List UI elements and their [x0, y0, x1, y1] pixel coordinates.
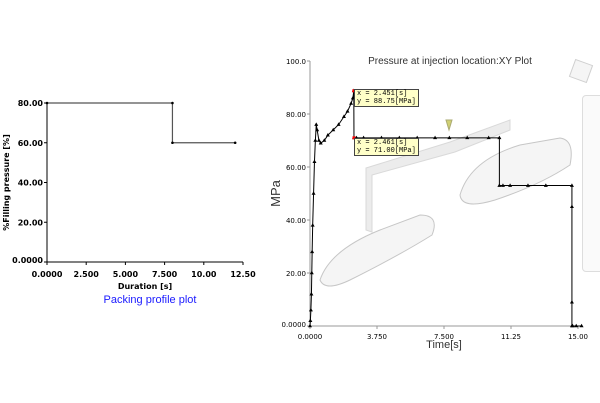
data-point: [331, 127, 336, 132]
data-point: [310, 249, 315, 254]
y-axis-label: MPa: [268, 179, 283, 207]
data-point: [336, 122, 341, 126]
series-line: [309, 90, 582, 327]
x-tick-label: 7.500: [434, 333, 454, 341]
data-point: [341, 114, 346, 118]
y-tick-label: 80.00: [18, 99, 44, 108]
data-point: [350, 95, 355, 100]
data-point: [308, 307, 313, 312]
data-point: [465, 135, 470, 140]
x-axis-label: Duration [s]: [118, 282, 172, 291]
data-point: [309, 292, 314, 296]
data-point: [325, 133, 330, 137]
data-point: [500, 183, 505, 187]
data-point: [314, 122, 319, 126]
x-tick-label: 0.0000: [298, 333, 323, 341]
data-point: [574, 323, 579, 328]
y-tick-label: 20.00: [286, 270, 306, 278]
tooltip-drop: x = 2.461[s] y = 71.00[MPa]: [354, 138, 419, 156]
tooltip-y: y = 88.75[MPa]: [357, 98, 416, 106]
x-tick-label: 3.750: [367, 333, 387, 341]
annotation-marker: [352, 89, 356, 93]
data-point: [316, 138, 321, 142]
data-point: [308, 323, 312, 328]
data-point: [233, 141, 237, 145]
x-tick-label: 2.500: [74, 270, 100, 279]
data-point: [497, 135, 502, 140]
annotation-marker: [352, 136, 356, 140]
data-point: [349, 101, 354, 105]
x-tick-label: 11.25: [501, 333, 521, 341]
data-point: [433, 135, 438, 140]
data-point: [310, 223, 315, 227]
x-tick-label: 15.00: [568, 333, 588, 341]
data-point: [313, 138, 318, 142]
data-point: [171, 101, 174, 105]
series-line: [47, 102, 236, 144]
data-point: [45, 101, 49, 105]
y-tick-label: 40.00: [286, 217, 306, 225]
y-tick-label: 60.00: [18, 139, 44, 148]
data-point: [447, 135, 452, 140]
data-point: [315, 127, 320, 132]
data-point: [308, 318, 313, 322]
x-tick-label: 10.00: [191, 270, 217, 279]
tooltip-x: x = 2.451[s]: [357, 90, 408, 98]
y-tick-label: 0.0000: [282, 321, 307, 329]
x-tick-label: 12.50: [230, 270, 256, 279]
y-axis-label: %Filling pressure [%]: [2, 134, 11, 230]
data-point: [312, 159, 317, 163]
y-tick-label: 40.00: [18, 179, 44, 188]
y-tick-label: 80.00: [286, 111, 306, 119]
tooltip-x: x = 2.461[s]: [357, 139, 408, 147]
data-point: [322, 138, 327, 142]
data-point: [525, 183, 530, 187]
x-tick-label: 5.000: [113, 270, 139, 279]
chart-title: Pressure at injection location:XY Plot: [368, 56, 532, 67]
x-tick-label: 0.0000: [32, 270, 63, 279]
part-model-graphics: [319, 58, 594, 287]
data-point: [309, 270, 314, 275]
data-point: [171, 141, 174, 145]
data-point: [508, 183, 513, 187]
y-tick-label: 100.0: [286, 58, 306, 66]
data-point: [486, 135, 491, 140]
data-point: [345, 109, 350, 113]
data-point: [311, 191, 316, 195]
x-tick-label: 7.500: [152, 270, 178, 279]
y-tick-label: 0.0000: [12, 256, 43, 265]
tooltip-y: y = 71.00[MPa]: [357, 147, 416, 155]
data-point: [579, 323, 584, 328]
data-point: [543, 183, 548, 187]
y-tick-label: 60.00: [286, 164, 306, 172]
left-chart-caption: Packing profile plot: [103, 294, 197, 306]
data-point: [318, 140, 323, 145]
tooltip-max: x = 2.451[s] y = 88.75[MPa]: [354, 89, 419, 107]
data-point: [570, 323, 575, 328]
data-point: [497, 183, 502, 187]
x-axis-label: Time[s]: [426, 339, 462, 351]
data-point: [569, 299, 574, 304]
side-toolbar-panel[interactable]: [582, 95, 600, 272]
data-point: [569, 204, 574, 209]
y-tick-label: 20.00: [18, 218, 44, 227]
data-point: [569, 183, 574, 187]
